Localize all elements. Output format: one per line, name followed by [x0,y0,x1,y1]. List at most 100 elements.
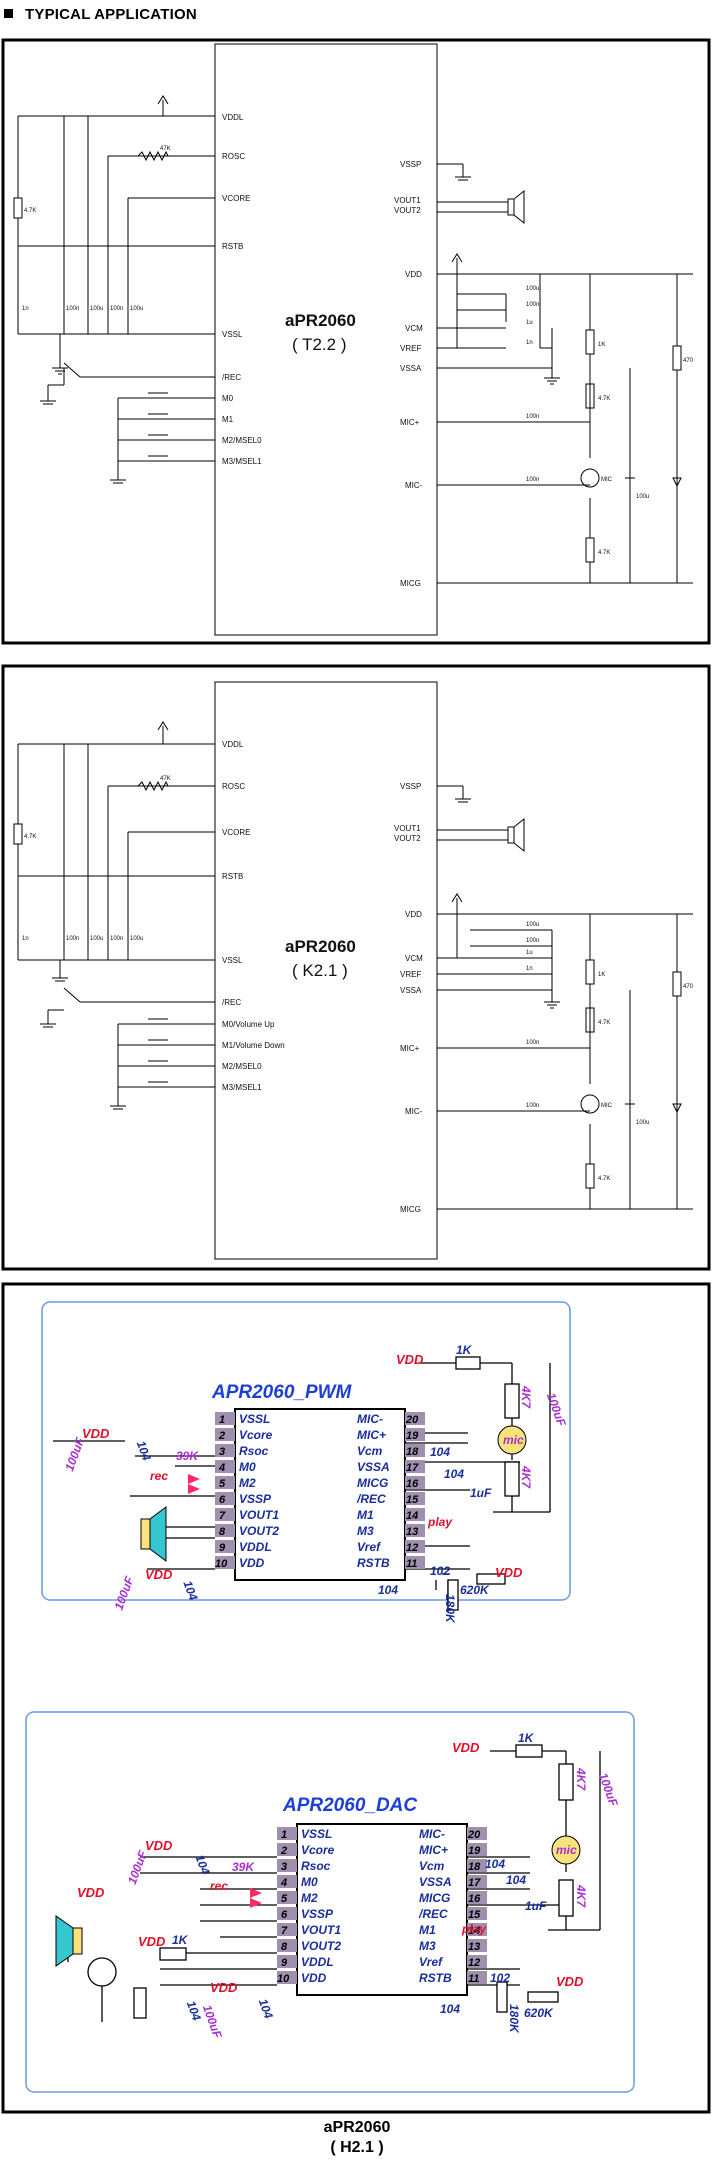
dac-rpin-row-20: 20 MIC- [419,1827,487,1841]
dac-left-num-1: 1 [281,1829,287,1841]
pwm-right-pin-12: Vref [357,1540,381,1554]
s1-val-r2: 4.7K [598,396,610,402]
dac-rpin-row-15: 15 /REC [418,1907,487,1921]
dac-r1k-vout: 1K [172,1933,189,1947]
dac-rpin-row-16: 16 MICG [419,1891,487,1905]
pwm-pin-row-4: 4 M0 [215,1460,256,1474]
pwm-right-num-11: 11 [406,1558,417,1570]
s1-val-vdd-c1: 100u [526,286,539,292]
pwm-rpin-row-19: 19 MIC+ [357,1428,425,1442]
pwm-right-num-13: 13 [406,1526,418,1538]
dac-pin-row-6: 6 VSSP [277,1907,334,1921]
schematic-t22-drawing: VDDL ROSC VCORE RSTB VSSL /REC M0 M1 M2/… [1,38,711,645]
pwm-right-num-18: 18 [406,1446,419,1458]
dac-pin-row-4: 4 M0 [277,1875,318,1889]
pwm-pin-row-1: 1 VSSL [215,1412,270,1426]
dac-rpin-row-17: 17 VSSA [419,1875,487,1889]
dac-rpin-row-13: 13 M3 [419,1939,487,1953]
dac-pin-row-5: 5 M2 [277,1891,318,1905]
pwm-title: APR2060_PWM [211,1382,353,1403]
s1-val-pullup: 4.7K [24,208,36,214]
pwm-right-num-20: 20 [405,1414,419,1426]
pwm-play: play [427,1515,453,1529]
dac-pin-row-7: 7 VOUT1 [277,1923,341,1937]
s1-pin-VOUT1: VOUT1 [394,196,421,205]
dac-c104-a: 104 [485,1857,505,1871]
pwm-vdd-bottom: VDD [145,1567,173,1582]
pwm-left-pin-2: Vcore [239,1428,273,1442]
s2-chip-variant: ( K2.1 ) [292,961,348,980]
pwm-pin-row-7: 7 VOUT1 [215,1508,279,1522]
dac-right-pin-19: MIC+ [419,1843,448,1857]
dac-pin-row-2: 2 Vcore [277,1843,335,1857]
s2-val-micp: 100n [526,1040,539,1046]
dac-r39k: 39K [232,1860,255,1874]
s1-chip-name: aPR2060 [285,311,356,330]
pwm-vdd-rstb: VDD [495,1565,523,1580]
dac-pin-row-8: 8 VOUT2 [277,1939,341,1953]
dac-c1uf: 1uF [525,1899,547,1913]
pwm-right-pin-16: MICG [357,1476,388,1490]
s1-pin-VCORE: VCORE [222,194,250,203]
s2-val-pullup: 4.7K [24,834,36,840]
s2-val-r4: 470 [683,984,694,990]
s1-pin-VOUT2: VOUT2 [394,206,421,215]
s1-pin-M3: M3/MSEL1 [222,457,262,466]
pwm-right-pin-20: MIC- [357,1412,383,1426]
s1-val-vref: 1n [526,340,533,346]
s2-pin-M3: M3/MSEL1 [222,1083,262,1092]
pwm-mic: mic [503,1433,524,1447]
dac-right-num-18: 18 [468,1861,481,1873]
dac-right-pin-20: MIC- [419,1827,445,1841]
dac-vdd-vout: VDD [138,1934,166,1949]
s2-pin-VSSA: VSSA [400,986,422,995]
dac-right-pin-14: M1 [419,1923,436,1937]
pwm-left-num-3: 3 [219,1446,225,1458]
pwm-right-pin-17: VSSA [357,1460,390,1474]
s2-val-r2: 4.7K [598,1020,610,1026]
s2-pin-RSTB: RSTB [222,872,243,881]
pwm-rpin-row-20: 20 MIC- [357,1412,425,1426]
dac-r180k: 180K [507,2004,521,2034]
dac-left-num-3: 3 [281,1861,287,1873]
s2-val-c3: 100u [90,936,103,942]
schematic-k21: VDDL ROSC VCORE RSTB VSSL /REC M0/Volume… [0,664,714,1274]
pwm-left-num-9: 9 [219,1542,226,1554]
s2-val-c2: 100n [66,936,79,942]
dac-mic: mic [556,1843,577,1857]
pwm-pin-row-2: 2 Vcore [215,1428,273,1442]
pwm-right-num-15: 15 [406,1494,419,1506]
s2-pin-VCM: VCM [405,954,423,963]
s1-val-vcm: 1u [526,320,533,326]
dac-left-pin-1: VSSL [301,1827,332,1841]
s2-val-vcm: 1u [526,950,533,956]
dac-pin-row-3: 3 Rsoc [277,1859,331,1873]
pwm-r1k: 1K [456,1343,473,1357]
pwm-r39k: 39K [176,1449,199,1463]
pwm-c1uf: 1uF [470,1486,492,1500]
dac-right-pin-17: VSSA [419,1875,452,1889]
dac-right-num-19: 19 [468,1845,481,1857]
pwm-rpin-row-16: 16 MICG [357,1476,425,1490]
pwm-rpin-row-12: 12 Vref [357,1540,425,1554]
dac-rpin-row-19: 19 MIC+ [419,1843,487,1857]
s2-val-c4: 100n [110,936,123,942]
pwm-r4k7-a: 4K7 [519,1385,533,1409]
s2-val-vref: 1n [526,966,533,972]
dac-pin-row-9: 9 VDDL [277,1955,334,1969]
s2-pin-VSSP: VSSP [400,782,421,791]
s2-pin-M2: M2/MSEL0 [222,1062,262,1071]
schematic-h21: 1 VSSL 2 Vcore 3 Rsoc 4 M0 5 M2 6 VSSP 7… [0,1282,714,2116]
dac-c100uf-left: 100uF [125,1848,150,1886]
s1-pin-VREF: VREF [400,344,421,353]
s1-val-micp: 100n [526,414,539,420]
pwm-pin-row-6: 6 VSSP [215,1492,272,1506]
dac-left-num-9: 9 [281,1957,288,1969]
s2-val-c6: 100u [636,1120,649,1126]
pwm-vdd-top: VDD [396,1352,424,1367]
s2-pin-REC: /REC [222,998,241,1007]
s2-val-c1: 1n [22,936,29,942]
dac-vdd-rstb: VDD [556,1974,584,1989]
dac-left-pins: 1 VSSL 2 Vcore 3 Rsoc 4 M0 5 M2 6 VSSP 7… [277,1827,341,1985]
s2-pin-M0: M0/Volume Up [222,1020,275,1029]
